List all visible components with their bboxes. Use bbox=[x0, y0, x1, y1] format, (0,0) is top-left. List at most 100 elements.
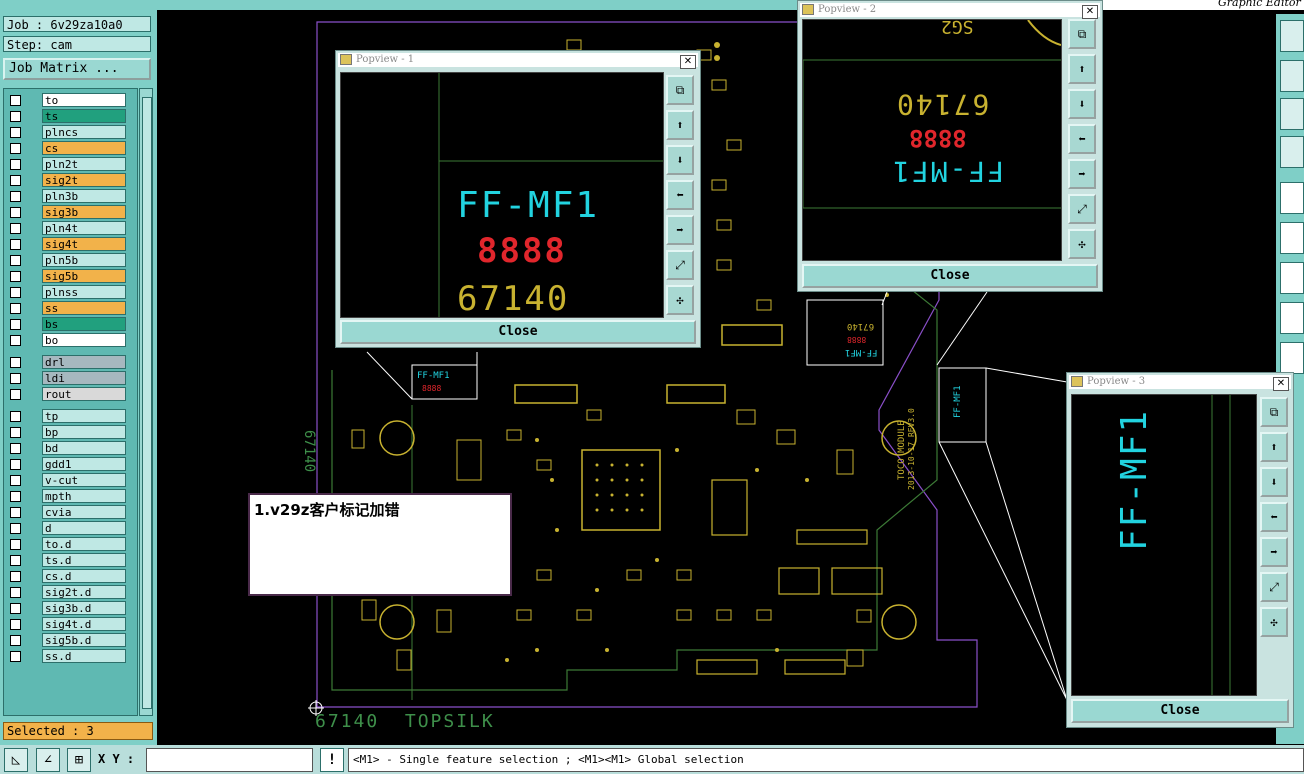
pan-up-button[interactable]: ⬆ bbox=[666, 110, 694, 140]
layer-row[interactable]: bd bbox=[6, 441, 136, 456]
layer-name[interactable]: sig2t bbox=[42, 173, 126, 187]
layer-name[interactable]: d bbox=[42, 521, 126, 535]
layer-row[interactable]: sig2t bbox=[6, 173, 136, 188]
layer-checkbox[interactable] bbox=[10, 459, 21, 470]
popview-2-window[interactable]: Popview - 2 ✕ SG2 67140 8888 FF-MF1 ⧉ ⬆ … bbox=[797, 0, 1103, 292]
zoom-out-button[interactable]: ✣ bbox=[1260, 607, 1288, 637]
layer-name[interactable]: mpth bbox=[42, 489, 126, 503]
layer-checkbox[interactable] bbox=[10, 571, 21, 582]
layer-checkbox[interactable] bbox=[10, 111, 21, 122]
popview-3-titlebar[interactable]: Popview - 3 ✕ bbox=[1069, 375, 1291, 391]
layer-checkbox[interactable] bbox=[10, 303, 21, 314]
layer-name[interactable]: gdd1 bbox=[42, 457, 126, 471]
layer-name[interactable]: sig5b bbox=[42, 269, 126, 283]
pan-left-button[interactable]: ⬅ bbox=[1260, 502, 1288, 532]
pan-left-button[interactable]: ⬅ bbox=[1068, 124, 1096, 154]
layer-row[interactable]: bo bbox=[6, 333, 136, 348]
layer-checkbox[interactable] bbox=[10, 427, 21, 438]
layer-row[interactable]: bs bbox=[6, 317, 136, 332]
layer-checkbox[interactable] bbox=[10, 319, 21, 330]
zoom-out-button[interactable]: ✣ bbox=[666, 285, 694, 315]
popview-3-window[interactable]: Popview - 3 ✕ FF-MF1 ⧉ ⬆ ⬇ ⬅ ➡ ⤢ ✣ Close bbox=[1066, 372, 1294, 728]
layer-row[interactable]: pln2t bbox=[6, 157, 136, 172]
pan-down-button[interactable]: ⬇ bbox=[1068, 89, 1096, 119]
layer-row[interactable]: mpth bbox=[6, 489, 136, 504]
pan-right-button[interactable]: ➡ bbox=[1068, 159, 1096, 189]
layer-row[interactable]: tp bbox=[6, 409, 136, 424]
layer-row[interactable]: ldi bbox=[6, 371, 136, 386]
line-tool-icon[interactable] bbox=[1280, 262, 1304, 294]
arc-tool-icon[interactable] bbox=[1280, 342, 1304, 374]
popview-2-titlebar[interactable]: Popview - 2 ✕ bbox=[800, 3, 1100, 19]
layer-checkbox[interactable] bbox=[10, 95, 21, 106]
layer-checkbox[interactable] bbox=[10, 411, 21, 422]
layer-row[interactable]: sig4t.d bbox=[6, 617, 136, 632]
layer-checkbox[interactable] bbox=[10, 373, 21, 384]
layer-checkbox[interactable] bbox=[10, 475, 21, 486]
layer-name[interactable]: bs bbox=[42, 317, 126, 331]
layer-checkbox[interactable] bbox=[10, 335, 21, 346]
layer-row[interactable]: ss bbox=[6, 301, 136, 316]
pan-up-button[interactable]: ⬆ bbox=[1068, 54, 1096, 84]
layer-name[interactable]: ts.d bbox=[42, 553, 126, 567]
layer-row[interactable]: drl bbox=[6, 355, 136, 370]
pan-left-button[interactable]: ⬅ bbox=[666, 180, 694, 210]
layer-name[interactable]: rout bbox=[42, 387, 126, 401]
layer-name[interactable]: sig3b bbox=[42, 205, 126, 219]
layer-row[interactable]: cs bbox=[6, 141, 136, 156]
pad-tool-icon[interactable] bbox=[1280, 302, 1304, 334]
zoom-in-button[interactable]: ⤢ bbox=[666, 250, 694, 280]
circle-tool-icon[interactable] bbox=[1280, 182, 1304, 214]
layer-name[interactable]: ts bbox=[42, 109, 126, 123]
popview-1-close-button[interactable]: Close bbox=[340, 320, 696, 344]
layer-name[interactable]: sig2t.d bbox=[42, 585, 126, 599]
pan-right-button[interactable]: ➡ bbox=[1260, 537, 1288, 567]
layer-checkbox[interactable] bbox=[10, 223, 21, 234]
layer-row[interactable]: sig5b bbox=[6, 269, 136, 284]
layer-row[interactable]: cs.d bbox=[6, 569, 136, 584]
pan-up-button[interactable]: ⬆ bbox=[1260, 432, 1288, 462]
layer-name[interactable]: pln5b bbox=[42, 253, 126, 267]
layer-name[interactable]: cvia bbox=[42, 505, 126, 519]
layer-row[interactable]: cvia bbox=[6, 505, 136, 520]
layer-row[interactable]: rout bbox=[6, 387, 136, 402]
layer-name[interactable]: pln4t bbox=[42, 221, 126, 235]
layer-row[interactable]: sig2t.d bbox=[6, 585, 136, 600]
pan-right-button[interactable]: ➡ bbox=[666, 215, 694, 245]
layer-checkbox[interactable] bbox=[10, 389, 21, 400]
grid-tool-icon[interactable]: ⊞ bbox=[67, 748, 91, 772]
layer-name[interactable]: to bbox=[42, 93, 126, 107]
alert-button[interactable]: ! bbox=[320, 748, 344, 772]
layer-row[interactable]: ss.d bbox=[6, 649, 136, 664]
layer-checkbox[interactable] bbox=[10, 287, 21, 298]
layer-row[interactable]: sig3b bbox=[6, 205, 136, 220]
node-tool-icon[interactable] bbox=[1280, 222, 1304, 254]
layer-checkbox[interactable] bbox=[10, 143, 21, 154]
layer-checkbox[interactable] bbox=[10, 271, 21, 282]
layer-name[interactable]: to.d bbox=[42, 537, 126, 551]
popview-2-view[interactable]: SG2 67140 8888 FF-MF1 bbox=[802, 19, 1062, 261]
layer-row[interactable]: plncs bbox=[6, 125, 136, 140]
measure-tool-icon[interactable]: ◺ bbox=[4, 748, 28, 772]
popview-1-window[interactable]: Popview - 1 ✕ FF-MF1 8888 67140 ⧉ ⬆ ⬇ ⬅ … bbox=[335, 50, 701, 348]
job-matrix-button[interactable]: Job Matrix ... bbox=[3, 58, 151, 80]
layer-row[interactable]: to.d bbox=[6, 537, 136, 552]
layer-list-scrollbar[interactable] bbox=[139, 88, 153, 716]
layer-name[interactable]: bd bbox=[42, 441, 126, 455]
zoom-in-button[interactable]: ⤢ bbox=[1068, 194, 1096, 224]
pan-down-button[interactable]: ⬇ bbox=[1260, 467, 1288, 497]
zoom-out-button[interactable]: ✣ bbox=[1068, 229, 1096, 259]
angle-tool-icon[interactable]: ∠ bbox=[36, 748, 60, 772]
popview-3-close-button[interactable]: Close bbox=[1071, 699, 1289, 723]
zoom-fit-button[interactable]: ⧉ bbox=[666, 75, 694, 105]
layer-checkbox[interactable] bbox=[10, 491, 21, 502]
layer-name[interactable]: v-cut bbox=[42, 473, 126, 487]
tool-3-icon[interactable] bbox=[1280, 98, 1304, 130]
layer-row[interactable]: pln3b bbox=[6, 189, 136, 204]
layer-name[interactable]: cs bbox=[42, 141, 126, 155]
layer-checkbox[interactable] bbox=[10, 239, 21, 250]
layer-row[interactable]: pln4t bbox=[6, 221, 136, 236]
layer-name[interactable]: pln2t bbox=[42, 157, 126, 171]
close-icon[interactable]: ✕ bbox=[1082, 5, 1098, 19]
layer-name[interactable]: ss.d bbox=[42, 649, 126, 663]
